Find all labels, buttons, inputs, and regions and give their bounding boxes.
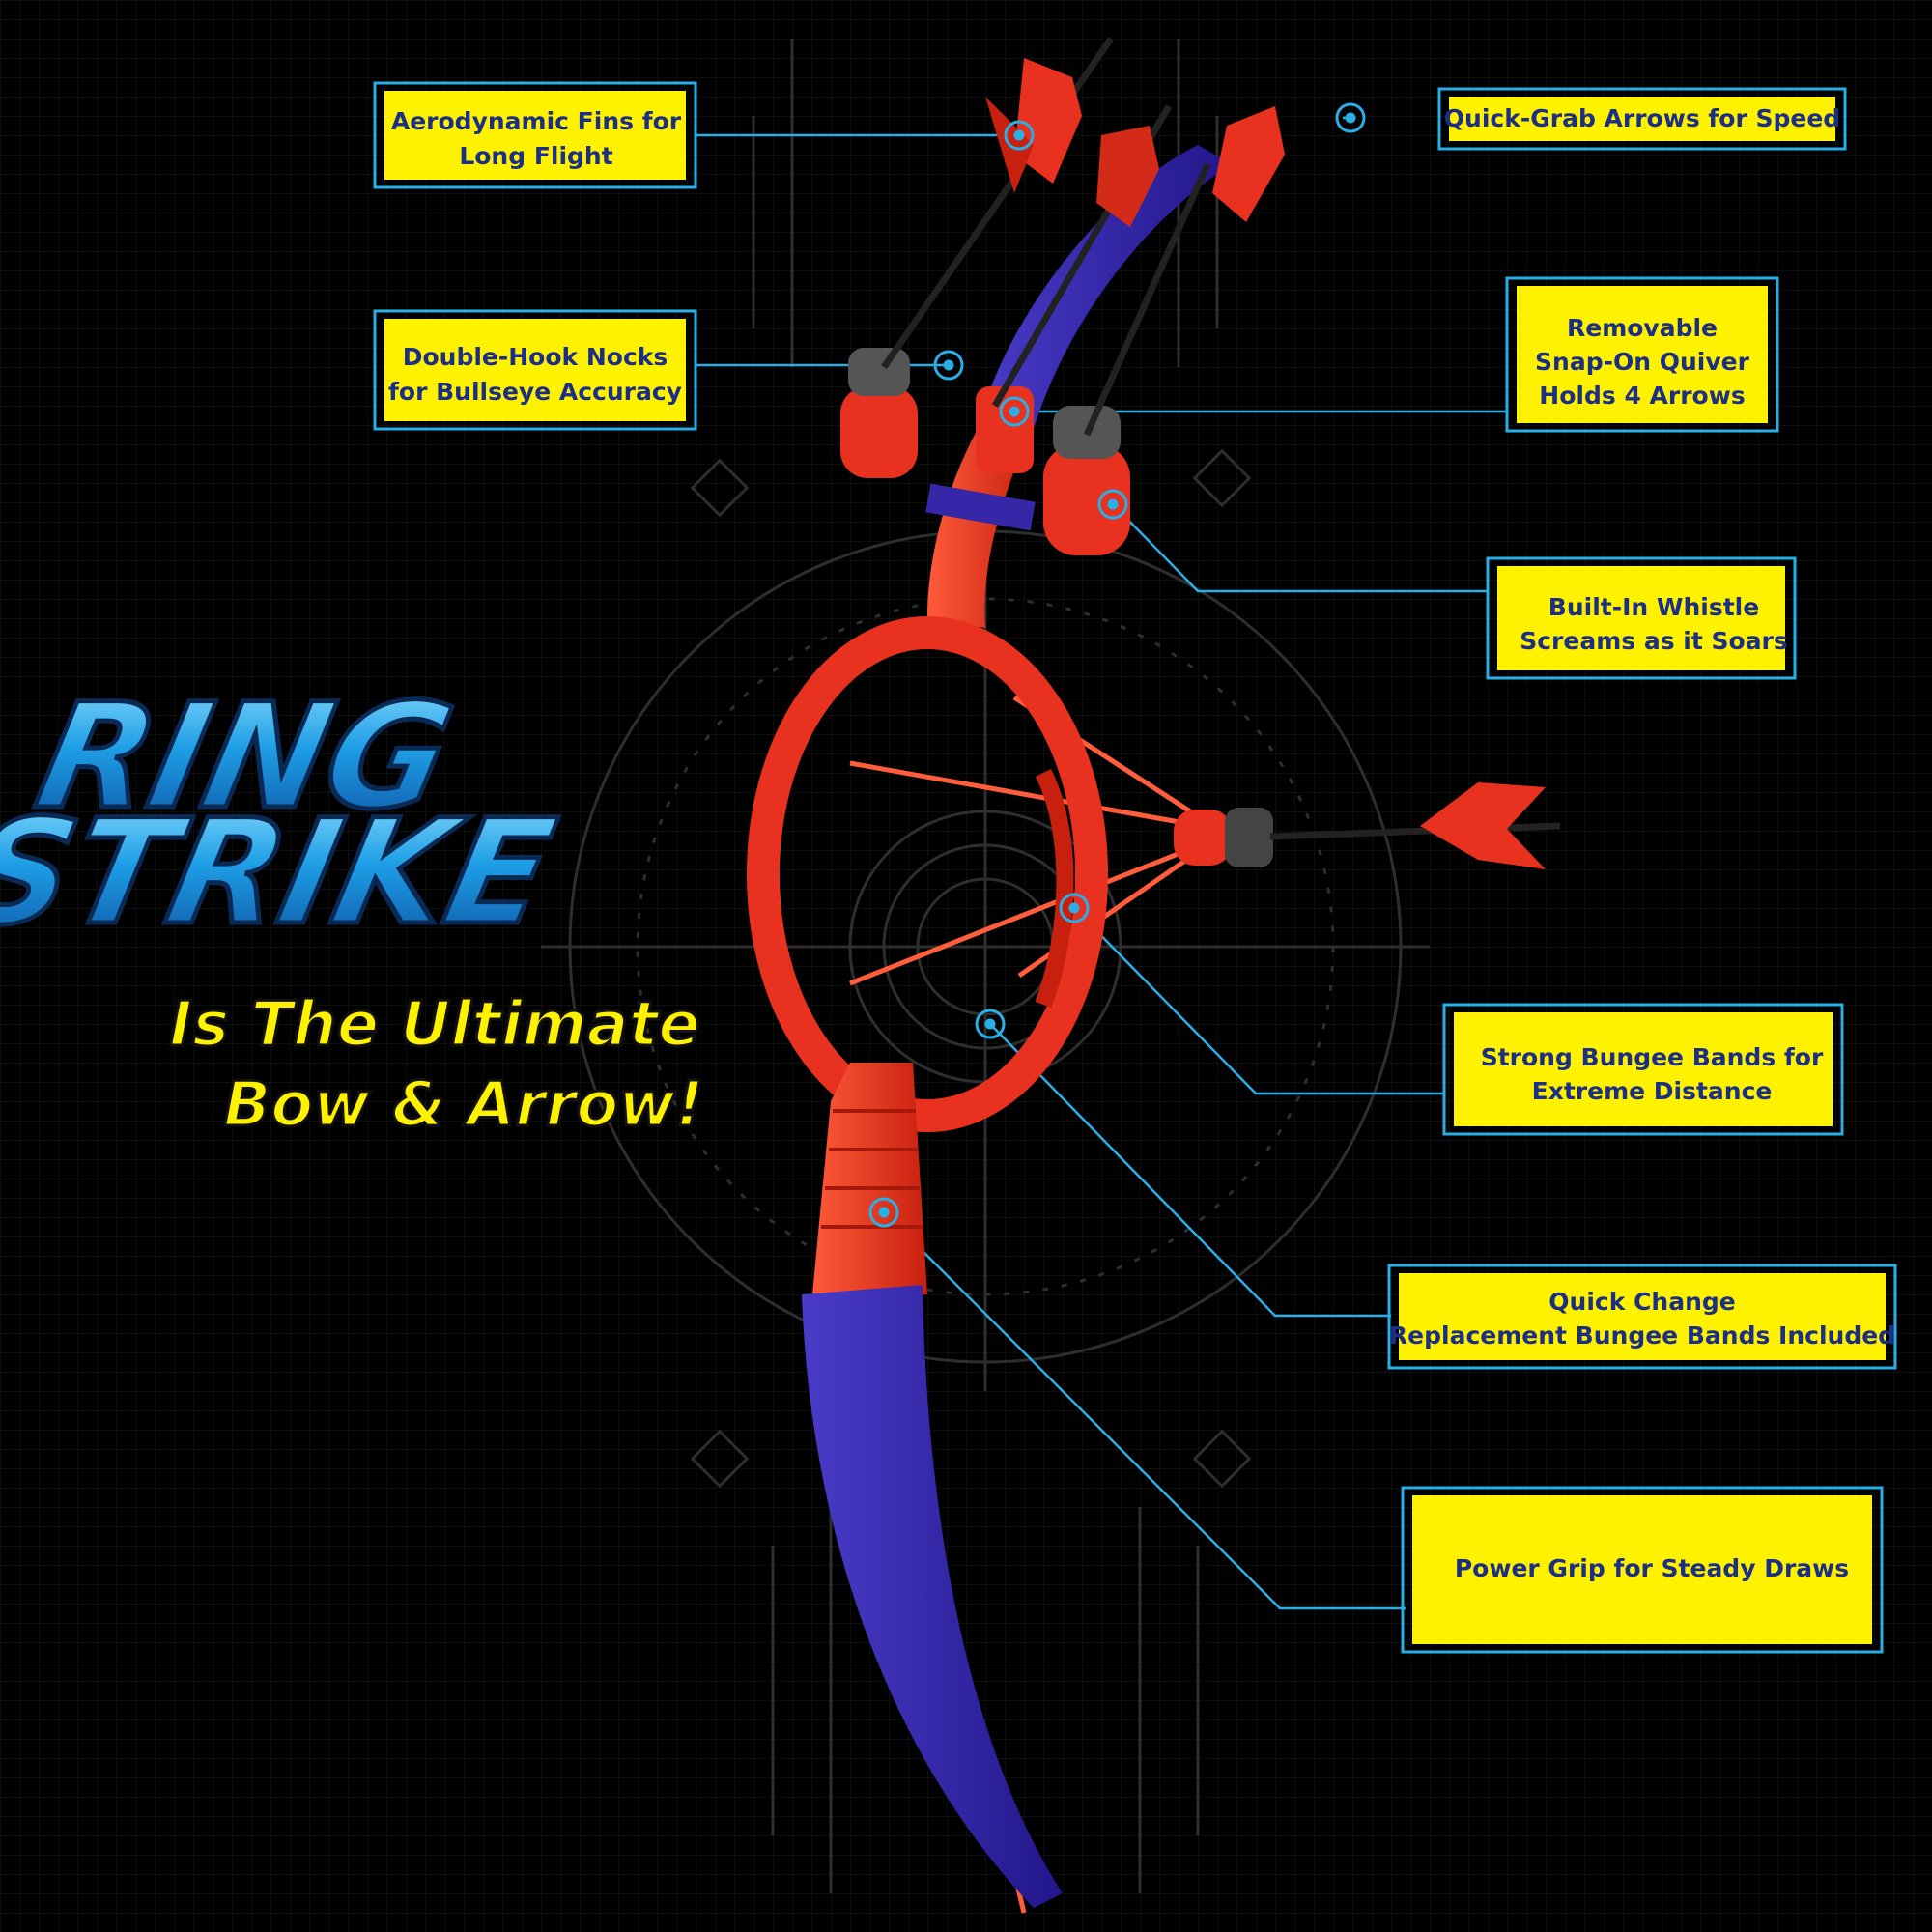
callout-fins: Aerodynamic Fins for Long Flight (373, 81, 697, 189)
title-line-2: STRIKE (0, 788, 567, 957)
callout-grip: Power Grip for Steady Draws (1401, 1486, 1884, 1654)
callout-grip-line-1: Power Grip for Steady Draws (1455, 1554, 1849, 1582)
callout-quick-grab: Quick-Grab Arrows for Speed (1437, 87, 1847, 151)
connector-bungee (1073, 907, 1444, 1095)
callout-fins-line-2: Long Flight (459, 142, 612, 170)
tagline-line-2: Bow & Arrow! (223, 1069, 703, 1141)
callout-dots (868, 102, 1366, 1228)
callout-replacement: Quick Change Replacement Bungee Bands In… (1387, 1264, 1897, 1370)
connector-whistle (1112, 503, 1488, 593)
callout-bungee-line-2: Extreme Distance (1532, 1077, 1773, 1105)
callout-quiver-line-2: Snap-On Quiver (1535, 348, 1750, 376)
callout-nocks: Double-Hook Nocks for Bullseye Accuracy (373, 309, 697, 431)
callout-whistle: Built-In Whistle Screams as it Soars (1486, 556, 1797, 680)
callout-quiver-line-3: Holds 4 Arrows (1539, 382, 1745, 410)
connector-grip (883, 1211, 1406, 1610)
callout-replacement-line-2: Replacement Bungee Bands Included (1389, 1321, 1895, 1350)
tagline-line-1: Is The Ultimate (169, 989, 699, 1061)
callout-bungee-line-1: Strong Bungee Bands for (1481, 1043, 1824, 1071)
connector-replacement (989, 1023, 1391, 1318)
callout-replacement-line-1: Quick Change (1548, 1288, 1735, 1316)
callout-quick-grab-line-1: Quick-Grab Arrows for Speed (1444, 104, 1840, 132)
callout-bungee: Strong Bungee Bands for Extreme Distance (1442, 1003, 1844, 1136)
callout-whistle-line-1: Built-In Whistle (1548, 593, 1759, 621)
callout-nocks-line-2: for Bullseye Accuracy (388, 378, 682, 406)
title-line-1: RING (24, 672, 466, 841)
connector-lines (696, 116, 1507, 1610)
callout-quiver-line-1: Removable (1567, 314, 1718, 342)
product-title: RING STRIKE Is The Ultimate Bow & Arrow! (0, 669, 705, 1142)
callout-fins-line-1: Aerodynamic Fins for (391, 107, 682, 135)
callout-quiver: Removable Snap-On Quiver Holds 4 Arrows (1505, 276, 1779, 433)
callout-nocks-line-1: Double-Hook Nocks (403, 343, 668, 371)
callout-whistle-line-2: Screams as it Soars (1520, 627, 1788, 655)
